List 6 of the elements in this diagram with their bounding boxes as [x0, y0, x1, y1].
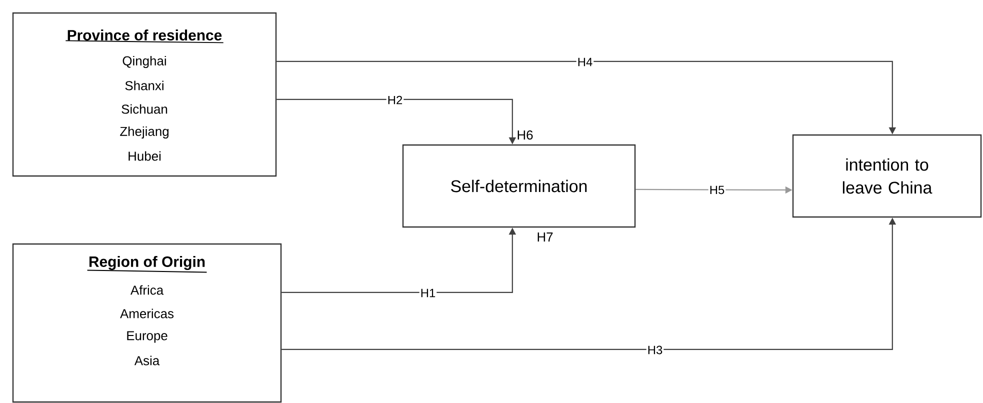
hypothesis-label: H7 — [538, 232, 553, 242]
hypothesis-label: H6 — [518, 130, 533, 140]
variable-box: Self-determination — [402, 144, 636, 228]
category-box: Region of Origin Africa Americas Europe Asia — [12, 243, 282, 403]
variable-box: intention to leave China — [792, 134, 982, 218]
category-box: Province of residence Qinghai Shanxi Sichuan Zhejiang Hubei — [12, 12, 277, 177]
